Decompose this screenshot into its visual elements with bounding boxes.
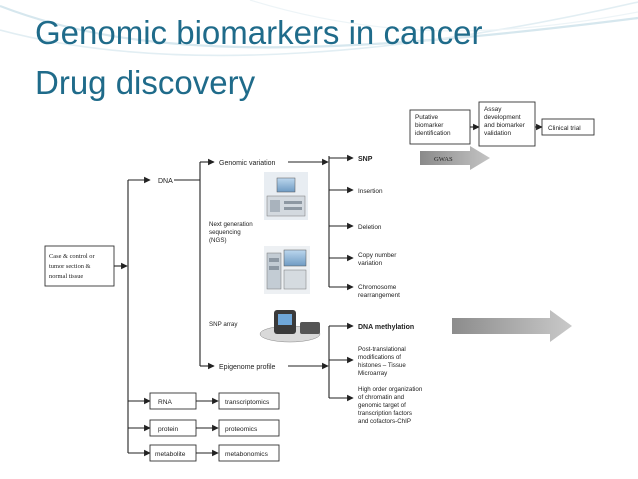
ngs-label: Next generation sequencing (NGS) [209, 221, 254, 244]
dna-methylation-arrow [452, 310, 572, 342]
rna-label: RNA [158, 399, 173, 406]
assay-validation-label: Assay development and biomarker validati… [484, 106, 527, 137]
source-sample-label: Case & control or tumor section & normal… [49, 253, 96, 280]
slide-title-line-2: Drug discovery [35, 64, 256, 101]
clinical-trial-label: Clinical trial [548, 125, 581, 132]
genomic-variation-label: Genomic variation [219, 160, 276, 167]
protein-row: protein proteomics [149, 419, 280, 437]
proteomics-label: proteomics [225, 426, 258, 433]
snp-array-chip-image [259, 310, 321, 343]
copy-number-variation-label: Copy number variation [358, 252, 398, 267]
chromosome-rearrangement-label: Chromosome rearrangement [358, 284, 400, 299]
sequencer-image-1 [264, 172, 308, 220]
genomic-variation-branch [328, 154, 354, 291]
epigenome-profile-label: Epigenome profile [219, 364, 276, 371]
snp-array-label: SNP array [209, 321, 238, 328]
gwas-arrow: GWAS [420, 146, 490, 170]
transcriptomics-label: transcriptomics [225, 399, 270, 406]
rna-row: RNA transcriptomics [149, 392, 280, 410]
main-branch-lines [127, 176, 151, 457]
deletion-label: Deletion [358, 224, 382, 231]
snp-label: SNP [358, 156, 373, 163]
protein-label: protein [158, 426, 178, 433]
dna-label: DNA [158, 178, 173, 185]
epigenome-branch [328, 322, 354, 402]
source-sample: Case & control or tumor section & normal… [44, 245, 128, 287]
sequencer-image-2 [264, 246, 310, 294]
gwas-label: GWAS [434, 156, 453, 163]
metabolite-label: metabolite [155, 451, 186, 458]
metabolite-row: metabolite metabonomics [149, 444, 280, 462]
biomarker-pipeline: Putative biomarker identification Assay … [409, 101, 595, 147]
chromatin-organization-label: High order organization of chromatin and… [358, 386, 424, 425]
header-swoosh-decoration [0, 0, 638, 57]
insertion-label: Insertion [358, 188, 383, 195]
dna-methylation-label: DNA methylation [358, 324, 414, 331]
histone-modifications-label: Post-translational modifications of hist… [358, 346, 408, 377]
metabonomics-label: metabonomics [225, 451, 269, 458]
putative-biomarker-label: Putative biomarker identification [415, 114, 451, 137]
slide-title-line-1: Genomic biomarkers in cancer [35, 14, 483, 51]
biomarker-workflow-diagram: Putative biomarker identification Assay … [44, 101, 595, 462]
